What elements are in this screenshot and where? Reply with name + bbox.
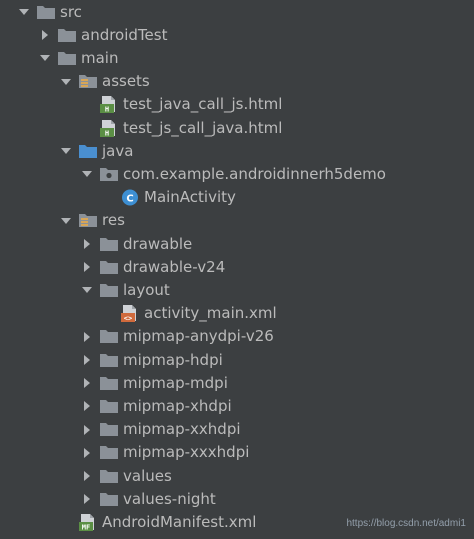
tree-node[interactable]: com.example.androidinnerh5demo — [0, 163, 474, 186]
tree-node[interactable]: layout — [0, 279, 474, 302]
watermark-text: https://blog.csdn.net/admi1 — [346, 518, 466, 529]
manifest-file-icon: MF — [78, 513, 98, 532]
source-folder-icon — [78, 142, 98, 161]
tree-node[interactable]: src — [0, 1, 474, 24]
tree-node[interactable]: mipmap-xxxhdpi — [0, 441, 474, 464]
svg-text:H: H — [105, 106, 109, 114]
folder-icon — [99, 397, 119, 416]
tree-node[interactable]: res — [0, 209, 474, 232]
tree-node[interactable]: drawable-v24 — [0, 256, 474, 279]
folder-icon — [99, 467, 119, 486]
tree-node[interactable]: mipmap-xxhdpi — [0, 418, 474, 441]
tree-node-label: java — [102, 141, 134, 160]
tree-node-label: mipmap-mdpi — [123, 373, 228, 392]
expand-arrow-right-icon[interactable] — [80, 372, 94, 395]
tree-node[interactable]: assets — [0, 70, 474, 93]
tree-node[interactable]: values — [0, 465, 474, 488]
tree-node-label: AndroidManifest.xml — [102, 512, 257, 531]
package-icon — [99, 165, 119, 184]
tree-node[interactable]: java — [0, 140, 474, 163]
expand-arrow-down-icon[interactable] — [17, 1, 31, 24]
folder-icon — [99, 374, 119, 393]
svg-text:H: H — [105, 129, 109, 137]
html-file-icon: H — [99, 95, 119, 114]
resource-folder-icon — [78, 211, 98, 230]
class-icon: C — [120, 188, 140, 207]
expand-arrow-right-icon[interactable] — [80, 395, 94, 418]
expand-arrow-down-icon[interactable] — [59, 209, 73, 232]
tree-node-label: MainActivity — [144, 188, 236, 207]
tree-node[interactable]: mipmap-hdpi — [0, 349, 474, 372]
folder-icon — [99, 490, 119, 509]
folder-icon — [57, 26, 77, 45]
html-file-icon: H — [99, 119, 119, 138]
tree-node-label: values-night — [123, 489, 216, 508]
tree-node[interactable]: values-night — [0, 488, 474, 511]
svg-text:<>: <> — [124, 314, 132, 322]
tree-node-label: drawable-v24 — [123, 257, 226, 276]
xml-file-icon: <> — [120, 304, 140, 323]
tree-node[interactable]: <> activity_main.xml — [0, 302, 474, 325]
tree-node[interactable]: main — [0, 47, 474, 70]
tree-node-label: layout — [123, 280, 170, 299]
folder-icon — [99, 443, 119, 462]
tree-node[interactable]: MF AndroidManifest.xml — [0, 511, 474, 534]
tree-node-label: androidTest — [81, 25, 168, 44]
tree-node-label: test_java_call_js.html — [123, 95, 283, 114]
tree-node-label: assets — [102, 72, 150, 91]
tree-node-label: com.example.androidinnerh5demo — [123, 164, 386, 183]
expand-arrow-right-icon[interactable] — [80, 325, 94, 348]
expand-arrow-right-icon[interactable] — [80, 418, 94, 441]
tree-node-label: values — [123, 466, 172, 485]
folder-icon — [99, 281, 119, 300]
tree-node-label: mipmap-xxxhdpi — [123, 443, 250, 462]
expand-arrow-right-icon[interactable] — [80, 488, 94, 511]
tree-node-label: activity_main.xml — [144, 304, 277, 323]
tree-node-label: mipmap-anydpi-v26 — [123, 327, 274, 346]
svg-text:C: C — [126, 193, 133, 204]
tree-node-label: mipmap-xhdpi — [123, 396, 232, 415]
tree-node-label: test_js_call_java.html — [123, 118, 283, 137]
expand-arrow-down-icon[interactable] — [80, 279, 94, 302]
tree-node[interactable]: mipmap-mdpi — [0, 372, 474, 395]
expand-arrow-right-icon[interactable] — [80, 349, 94, 372]
folder-icon — [57, 49, 77, 68]
expand-arrow-right-icon[interactable] — [80, 256, 94, 279]
expand-arrow-right-icon[interactable] — [38, 24, 52, 47]
tree-node[interactable]: mipmap-xhdpi — [0, 395, 474, 418]
tree-node[interactable]: drawable — [0, 233, 474, 256]
tree-node-label: src — [60, 2, 82, 21]
expand-arrow-down-icon[interactable] — [59, 70, 73, 93]
folder-icon — [99, 235, 119, 254]
resource-folder-icon — [78, 72, 98, 91]
tree-node[interactable]: mipmap-anydpi-v26 — [0, 325, 474, 348]
tree-node-label: drawable — [123, 234, 193, 253]
tree-node[interactable]: C MainActivity — [0, 186, 474, 209]
expand-arrow-down-icon[interactable] — [80, 163, 94, 186]
expand-arrow-down-icon[interactable] — [38, 47, 52, 70]
folder-icon — [99, 258, 119, 277]
expand-arrow-down-icon[interactable] — [59, 140, 73, 163]
tree-node-label: mipmap-xxhdpi — [123, 420, 241, 439]
tree-node[interactable]: androidTest — [0, 24, 474, 47]
tree-node-label: main — [81, 48, 119, 67]
expand-arrow-right-icon[interactable] — [80, 465, 94, 488]
folder-icon — [36, 3, 56, 22]
folder-icon — [99, 327, 119, 346]
svg-text:MF: MF — [82, 523, 90, 531]
tree-node-label: mipmap-hdpi — [123, 350, 223, 369]
expand-arrow-right-icon[interactable] — [80, 441, 94, 464]
folder-icon — [99, 351, 119, 370]
folder-icon — [99, 420, 119, 439]
expand-arrow-right-icon[interactable] — [80, 233, 94, 256]
tree-node-label: res — [102, 211, 125, 230]
